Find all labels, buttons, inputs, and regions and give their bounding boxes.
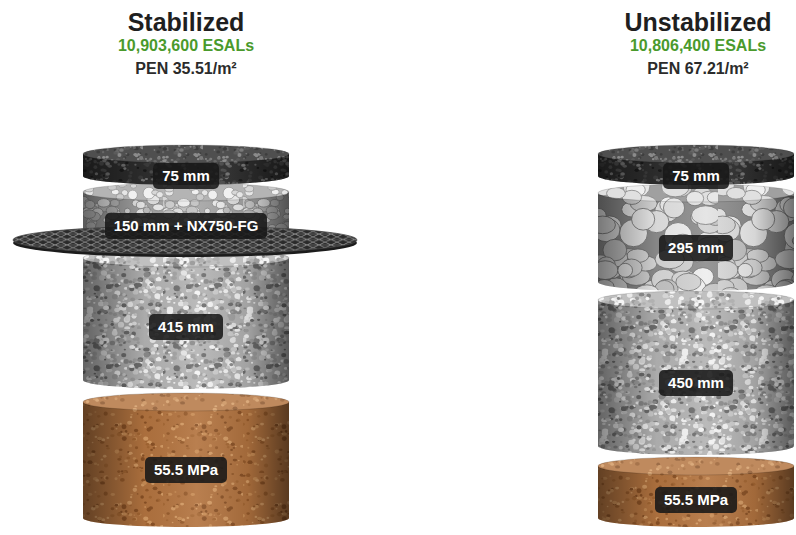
esal-value: 10,806,400 ESALs [630,37,766,55]
column-title: Stabilized [128,8,245,37]
layer-label: 415 mm [149,314,223,340]
layer-label: 75 mm [663,163,729,189]
subgrade-layer: 55.5 MPa [83,393,289,527]
layer-label: 75 mm [153,163,219,189]
cost-value: PEN 67.21/m² [647,60,748,78]
base-layer: 295 mm [598,184,794,291]
layer-label: 450 mm [659,370,733,396]
layer-label: 55.5 MPa [655,487,737,513]
layer-label: 295 mm [659,235,733,261]
asphalt-layer: 75 mm [83,145,289,185]
stabilized-base-layer: 150 mm + NX750-FG [83,183,289,245]
cost-value: PEN 35.51/m² [135,60,236,78]
layer-label: 150 mm + NX750-FG [105,213,268,239]
subbase-layer: 450 mm [598,291,794,455]
esal-value: 10,903,600 ESALs [118,37,254,55]
subgrade-layer: 55.5 MPa [598,457,794,527]
layer-label: 55.5 MPa [145,457,227,483]
column-title: Unstabilized [624,8,771,37]
asphalt-layer: 75 mm [598,145,794,185]
subbase-layer: 415 mm [83,249,289,389]
